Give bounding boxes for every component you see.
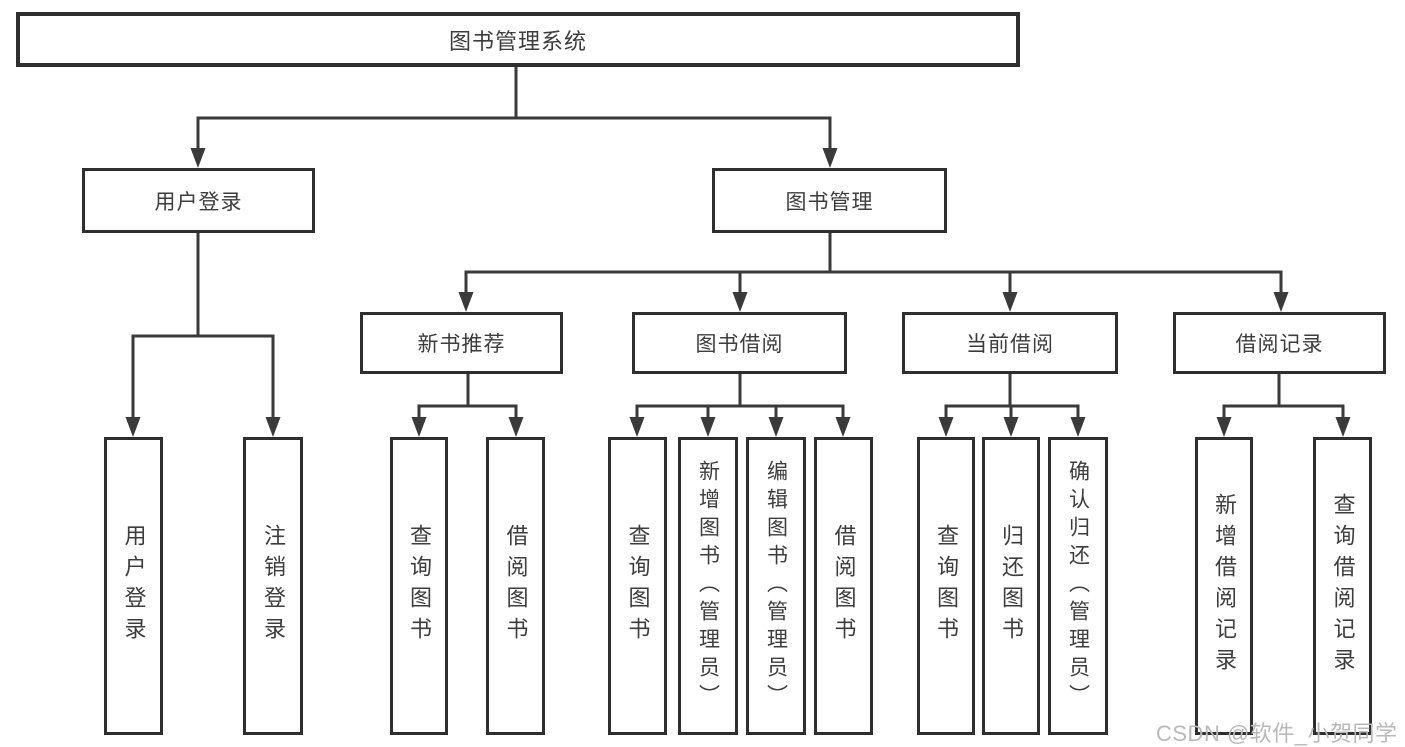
node-leaf-user-login: 用户登录 xyxy=(104,437,163,735)
node-leaf-borrow-book-2-label: 借阅图书 xyxy=(831,524,857,648)
node-leaf-edit-book-label: 编辑图书（管理员） xyxy=(764,460,788,712)
node-records-label: 借阅记录 xyxy=(1235,333,1324,356)
node-root-label: 图书管理系统 xyxy=(448,28,587,54)
node-leaf-edit-book: 编辑图书（管理员） xyxy=(746,437,806,735)
node-leaf-add-book: 新增图书（管理员） xyxy=(678,437,738,735)
node-leaf-user-login-label: 用户登录 xyxy=(121,524,147,648)
node-leaf-query-book-3: 查询图书 xyxy=(917,437,975,735)
node-leaf-logout: 注销登录 xyxy=(243,437,303,735)
node-leaf-add-record-label: 新增借阅记录 xyxy=(1212,493,1237,679)
node-leaf-return-book-label: 归还图书 xyxy=(999,524,1024,648)
connector-borrow-to-leaves xyxy=(629,373,851,437)
node-records: 借阅记录 xyxy=(1173,312,1386,374)
node-leaf-borrow-book-1: 借阅图书 xyxy=(486,437,545,735)
node-current: 当前借阅 xyxy=(902,312,1118,374)
node-leaf-query-book-2-label: 查询图书 xyxy=(625,524,651,648)
connector-records-to-leaves xyxy=(1216,373,1351,437)
node-borrow: 图书借阅 xyxy=(632,312,847,374)
node-leaf-query-book-1: 查询图书 xyxy=(390,437,448,735)
node-current-label: 当前借阅 xyxy=(966,333,1054,356)
node-leaf-query-book-2: 查询图书 xyxy=(608,437,667,735)
connector-new-books-to-leaves xyxy=(411,373,524,437)
node-new-books: 新书推荐 xyxy=(360,312,563,374)
watermark: CSDN @软件_小贺同学 xyxy=(1156,721,1398,746)
node-leaf-add-record: 新增借阅记录 xyxy=(1195,437,1253,735)
node-leaf-add-book-label: 新增图书（管理员） xyxy=(696,460,720,712)
node-root: 图书管理系统 xyxy=(16,12,1020,67)
node-leaf-borrow-book-1-label: 借阅图书 xyxy=(503,524,529,648)
node-leaf-borrow-book-2: 借阅图书 xyxy=(814,437,873,735)
node-user-login: 用户登录 xyxy=(82,168,315,233)
node-leaf-query-record: 查询借阅记录 xyxy=(1313,437,1372,735)
node-user-login-label: 用户登录 xyxy=(154,190,243,214)
node-leaf-confirm-return-label: 确认归还（管理员） xyxy=(1066,460,1090,712)
connector-current-to-leaves xyxy=(938,373,1086,437)
node-leaf-query-book-1-label: 查询图书 xyxy=(407,524,432,648)
node-book-mgmt-label: 图书管理 xyxy=(785,190,874,214)
node-leaf-query-record-label: 查询借阅记录 xyxy=(1330,493,1356,679)
connector-root-to-level2 xyxy=(190,66,838,168)
node-leaf-logout-label: 注销登录 xyxy=(261,524,286,648)
node-leaf-query-book-3-label: 查询图书 xyxy=(934,524,959,648)
node-book-mgmt: 图书管理 xyxy=(712,168,947,233)
connector-book-mgmt-to-level3 xyxy=(458,232,1289,312)
node-leaf-return-book: 归还图书 xyxy=(982,437,1040,735)
node-borrow-label: 图书借阅 xyxy=(695,333,784,356)
connector-user-login-to-leaves xyxy=(125,232,281,437)
node-leaf-confirm-return: 确认归还（管理员） xyxy=(1048,437,1108,735)
node-new-books-label: 新书推荐 xyxy=(417,333,506,356)
